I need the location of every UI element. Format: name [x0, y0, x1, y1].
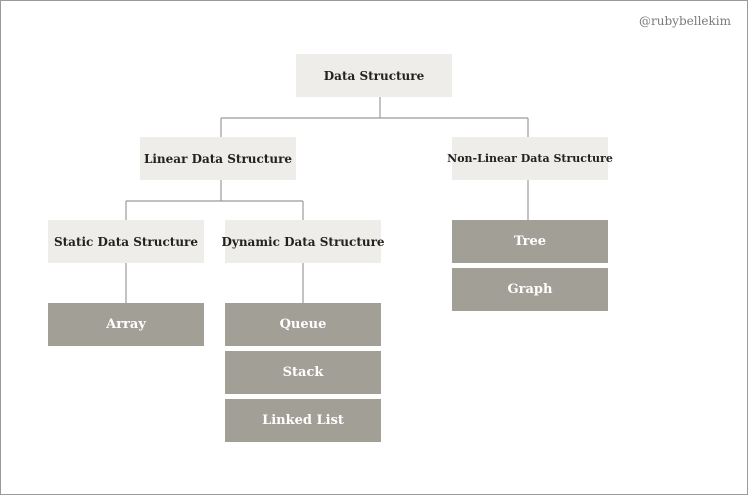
- leaf-stack: Stack: [225, 351, 381, 394]
- node-linear-data-structure: Linear Data Structure: [140, 137, 296, 180]
- leaf-linked-list: Linked List: [225, 399, 381, 442]
- watermark: @rubybellekim: [639, 14, 731, 28]
- node-data-structure: Data Structure: [296, 54, 452, 97]
- leaf-queue: Queue: [225, 303, 381, 346]
- leaf-graph: Graph: [452, 268, 608, 311]
- leaf-tree: Tree: [452, 220, 608, 263]
- node-dynamic-data-structure: Dynamic Data Structure: [221, 220, 385, 263]
- node-static-data-structure: Static Data Structure: [48, 220, 204, 263]
- leaf-array: Array: [48, 303, 204, 346]
- node-non-linear-data-structure: Non-Linear Data Structure: [447, 137, 613, 180]
